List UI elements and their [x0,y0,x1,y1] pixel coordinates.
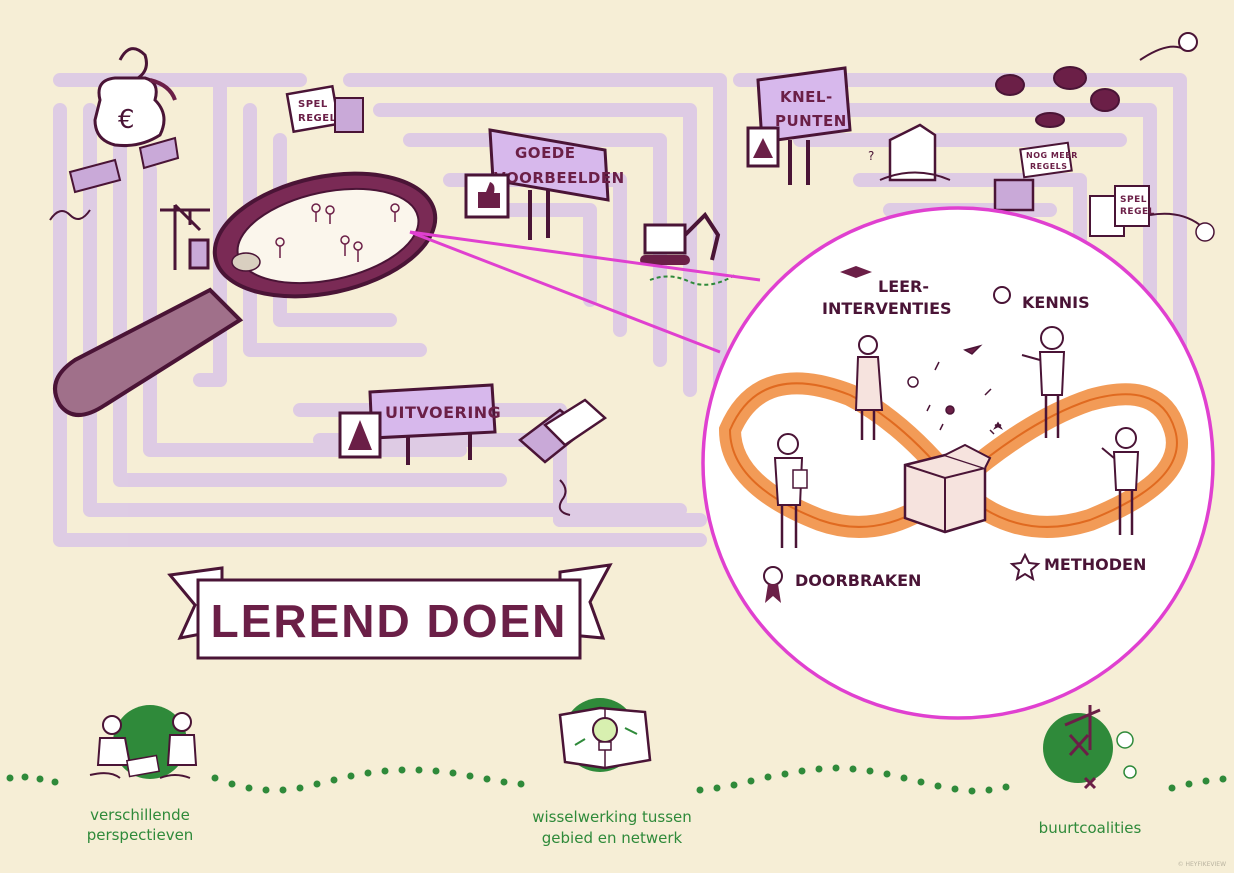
sign-regel-right-text: REGEL [1120,207,1155,217]
puzzle-box-icon [903,443,992,534]
person-woman-right [1021,326,1066,438]
sign-spelregels-left: SPEL REGEL [285,84,364,134]
sign-goede-text: GOEDE [515,144,576,162]
sign-spel-right-text: SPEL [1120,195,1147,205]
zone-doorbraken-text: DOORBRAKEN [795,571,921,590]
zone-methoden-text: METHODEN [1044,555,1146,574]
milestone-perspectieven-line2: perspectieven [87,826,194,844]
sign-nog-meer-text: NOG MEER [1026,151,1078,160]
page-title: LEREND DOEN [211,595,568,647]
zoom-connector [409,230,761,354]
coins-icon [995,32,1198,128]
people-discussion-icon [89,712,198,779]
bank-cards-icon [518,398,608,516]
sign-uitvoering: UITVOERING [338,383,501,465]
crane-icon [160,203,210,270]
milestone-wisselwerking: wisselwerking tussen gebied en netwerk [532,698,692,847]
person-woman-top [854,335,884,440]
zone-kennis: KENNIS [993,286,1090,312]
star-icon [1009,552,1041,582]
lightbulb-icon [993,286,1011,304]
building-icon: ? [868,123,951,182]
title-banner: LEREND DOEN [167,563,613,660]
zone-interventies-text: INTERVENTIES [822,299,952,318]
warning-icon [753,138,773,158]
banknote-icon [49,136,180,221]
person-man-left [773,433,808,548]
money-bag-icon: € [93,47,177,147]
milestone-perspectieven-line1: verschillende [90,806,190,824]
milestone-perspectieven: verschillende perspectieven [87,705,198,844]
sign-spelregels-line2: REGEL [298,113,337,124]
sign-regels-text: REGELS [1030,162,1068,171]
svg-text:?: ? [868,149,874,163]
sign-knel-text: KNEL- [780,88,833,106]
thumbs-up-icon [478,182,500,208]
zone-kennis-text: KENNIS [1022,293,1090,312]
sign-nog-meer-regels: NOG MEER REGELS [993,141,1078,212]
medal-icon [763,566,783,586]
zone-doorbraken: DOORBRAKEN [763,566,921,603]
crossed-swords-icon [1064,705,1137,790]
milestone-wisselwerking-line2: gebied en netwerk [542,829,683,847]
zoom-circle: LEER- INTERVENTIES KENNIS DOORBRAKEN MET… [701,206,1215,720]
milestone-buurtcoalities: buurtcoalities [1039,705,1142,837]
sign-uitvoering-text: UITVOERING [385,403,501,422]
sign-spelregels-line1: SPEL [298,99,328,110]
sign-goede-voorbeelden: GOEDE VOORBEELDEN [464,128,625,240]
sign-punten-text: PUNTEN [775,112,847,130]
person-man-right [1101,427,1140,535]
credit-text: © HEYFIKEVIEW [1178,861,1226,868]
traffic-cone-icon [348,420,372,450]
sparkles [907,344,1003,435]
zone-leer-text: LEER- [878,277,929,296]
sign-knelpunten: KNEL- PUNTEN [746,66,852,185]
zone-leerinterventies: LEER- INTERVENTIES [822,266,952,318]
dotted-path [6,764,1227,795]
excavator-icon [640,211,736,286]
sign-spelregels-right: SPEL REGEL [1089,185,1215,242]
milestone-buurtcoalities-text: buurtcoalities [1039,819,1142,837]
zone-methoden: METHODEN [1009,552,1146,582]
magnifying-glass-icon [53,171,438,417]
sign-voorbeelden-text: VOORBEELDEN [494,169,625,187]
lightbulb-puzzle-icon [558,706,652,770]
briefcase-icon [993,178,1035,212]
milestone-wisselwerking-line1: wisselwerking tussen [532,808,692,826]
svg-text:€: € [118,105,135,135]
graduation-cap-icon [840,266,872,278]
